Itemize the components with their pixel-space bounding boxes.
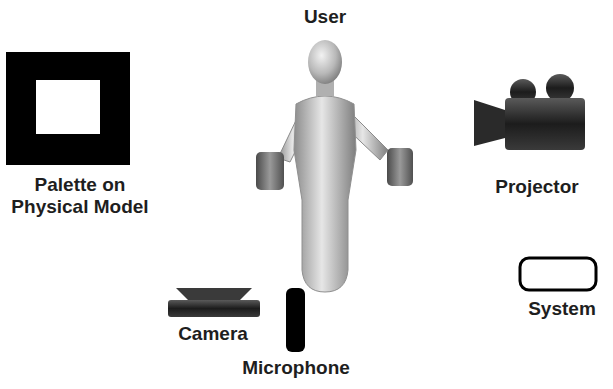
palette-icon [6,52,130,165]
part-label: Palette on Physical Model [2,174,158,218]
microphone-icon [286,288,305,352]
part-label: Camera [153,323,273,345]
palette-window [36,80,100,134]
projector-body [505,98,585,150]
user-figure [256,40,413,292]
part-label: System [517,298,607,320]
part-label: User [280,6,370,28]
user-torso [294,96,356,292]
part-label: Projector [472,176,602,198]
user-head [308,40,342,84]
part-label: Microphone [226,357,366,379]
camera-icon [168,288,260,317]
palette-frame [6,52,130,165]
right-hand [387,148,413,186]
camera-base [168,300,260,317]
projector-reel [546,74,574,102]
left-hand [256,152,284,190]
projector-lens [474,100,505,146]
camera-top [176,288,252,300]
projector-icon [474,74,585,150]
system-icon [520,258,596,290]
